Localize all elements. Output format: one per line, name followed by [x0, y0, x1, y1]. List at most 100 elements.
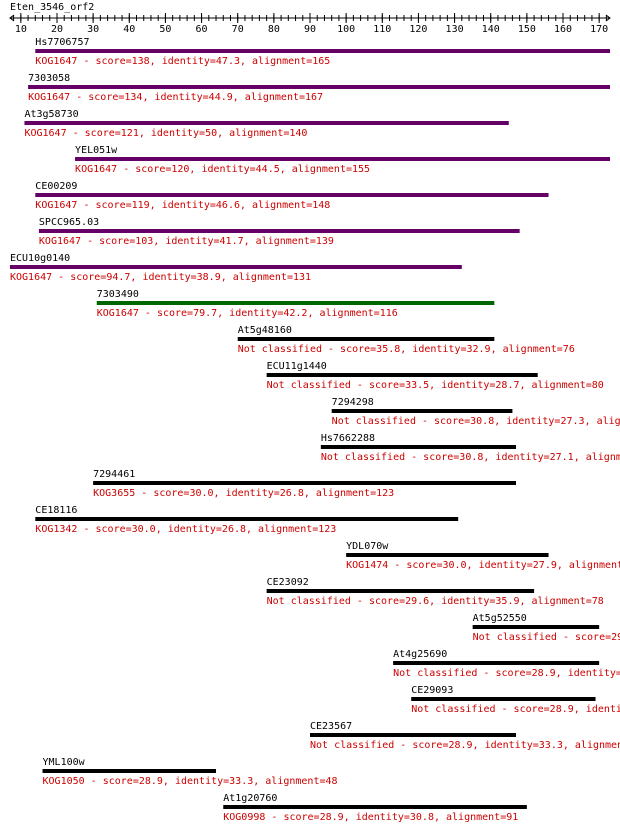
hit-name-label: CE23092 [267, 577, 309, 588]
axis-tick-label: 40 [123, 24, 135, 35]
hit-bar [223, 805, 527, 809]
axis-tick-label: 150 [518, 24, 536, 35]
hit-annotation-label: KOG3655 - score=30.0, identity=26.8, ali… [93, 488, 394, 499]
hit-bar [75, 157, 610, 161]
hit-name-label: Hs7662288 [321, 433, 375, 444]
hit-annotation-label: KOG0998 - score=28.9, identity=30.8, ali… [223, 812, 518, 823]
hit-name-label: At3g58730 [24, 109, 78, 120]
axis-tick-label: 30 [87, 24, 99, 35]
hit-name-label: 7294298 [332, 397, 374, 408]
hit-name-label: At4g25690 [393, 649, 447, 660]
hit-annotation-label: KOG1647 - score=103, identity=41.7, alig… [39, 236, 334, 247]
hit-bar [35, 49, 610, 53]
hit-name-label: At5g52550 [473, 613, 527, 624]
hit-bar [331, 409, 513, 413]
axis-tick-label: 60 [196, 24, 208, 35]
hit-annotation-label: KOG1647 - score=138, identity=47.3, alig… [35, 56, 330, 67]
hit-bar [96, 301, 495, 305]
hit-bar [35, 193, 549, 197]
hit-name-label: At1g20760 [223, 793, 277, 804]
hit-annotation-label: KOG1050 - score=28.9, identity=33.3, ali… [43, 776, 338, 787]
hit-annotation-label: KOG1647 - score=121, identity=50, alignm… [24, 128, 307, 139]
axis-tick-label: 110 [373, 24, 391, 35]
hit-bar [35, 517, 459, 521]
hit-bar [411, 697, 596, 701]
axis-tick-label: 20 [51, 24, 63, 35]
axis-tick-label: 10 [15, 24, 27, 35]
axis-tick-label: 100 [337, 24, 355, 35]
hit-name-label: CE29093 [411, 685, 453, 696]
hit-annotation-label: Not classified - score=30.8, identity=27… [332, 416, 620, 427]
hit-name-label: 7303058 [28, 73, 70, 84]
hit-annotation-label: Not classified - score=33.5, identity=28… [267, 380, 604, 391]
axis-tick-label: 50 [159, 24, 171, 35]
hit-annotation-label: Not classified - score=29.3, identity=30… [473, 632, 620, 643]
axis-tick-label: 140 [482, 24, 500, 35]
hit-name-label: Hs7706757 [35, 37, 89, 48]
hit-name-label: CE23567 [310, 721, 352, 732]
axis-tick-label: 80 [268, 24, 280, 35]
hit-annotation-label: KOG1342 - score=30.0, identity=26.8, ali… [35, 524, 336, 535]
hit-name-label: ECU11g1440 [267, 361, 327, 372]
hit-annotation-label: KOG1647 - score=79.7, identity=42.2, ali… [97, 308, 398, 319]
hit-bar [10, 265, 462, 269]
hit-annotation-label: KOG1647 - score=134, identity=44.9, alig… [28, 92, 323, 103]
axis-tick-label: 120 [409, 24, 427, 35]
hit-name-label: 7294461 [93, 469, 135, 480]
hit-bar [346, 553, 549, 557]
axis-tick-label: 160 [554, 24, 572, 35]
axis-right-arrow [605, 14, 611, 22]
hit-name-label: YEL051w [75, 145, 118, 156]
hit-annotation-label: KOG1474 - score=30.0, identity=27.9, ali… [346, 560, 620, 571]
hit-annotation-label: KOG1647 - score=94.7, identity=38.9, ali… [10, 272, 311, 283]
hit-bar [393, 661, 600, 665]
hit-bar [24, 121, 509, 125]
hit-name-label: ECU10g0140 [10, 253, 70, 264]
hit-annotation-label: KOG1647 - score=119, identity=46.6, alig… [35, 200, 330, 211]
hit-bar [472, 625, 600, 629]
hit-bar [320, 445, 517, 449]
hit-annotation-label: Not classified - score=30.8, identity=27… [321, 452, 620, 463]
hit-annotation-label: Not classified - score=35.8, identity=32… [238, 344, 575, 355]
hit-annotation-label: Not classified - score=28.9, identity=33… [393, 668, 620, 679]
hit-bar [266, 373, 538, 377]
hit-name-label: 7303490 [97, 289, 139, 300]
hit-name-label: YDL070w [346, 541, 389, 552]
chart-title: Eten_3546_orf2 [10, 2, 94, 13]
hit-name-label: CE18116 [35, 505, 77, 516]
axis-tick-label: 130 [446, 24, 464, 35]
axis-left-arrow [9, 14, 15, 22]
hit-annotation-label: Not classified - score=28.9, identity=32… [411, 704, 620, 715]
hit-bar [266, 589, 535, 593]
hit-bar [38, 229, 520, 233]
hit-annotation-label: KOG1647 - score=120, identity=44.5, alig… [75, 164, 370, 175]
hit-bar [42, 769, 217, 773]
hit-name-label: At5g48160 [238, 325, 292, 336]
hit-bar [237, 337, 495, 341]
hit-name-label: CE00209 [35, 181, 77, 192]
axis-tick-label: 70 [232, 24, 244, 35]
hit-annotation-label: Not classified - score=29.6, identity=35… [267, 596, 604, 607]
hit-annotation-label: Not classified - score=28.9, identity=33… [310, 740, 620, 751]
